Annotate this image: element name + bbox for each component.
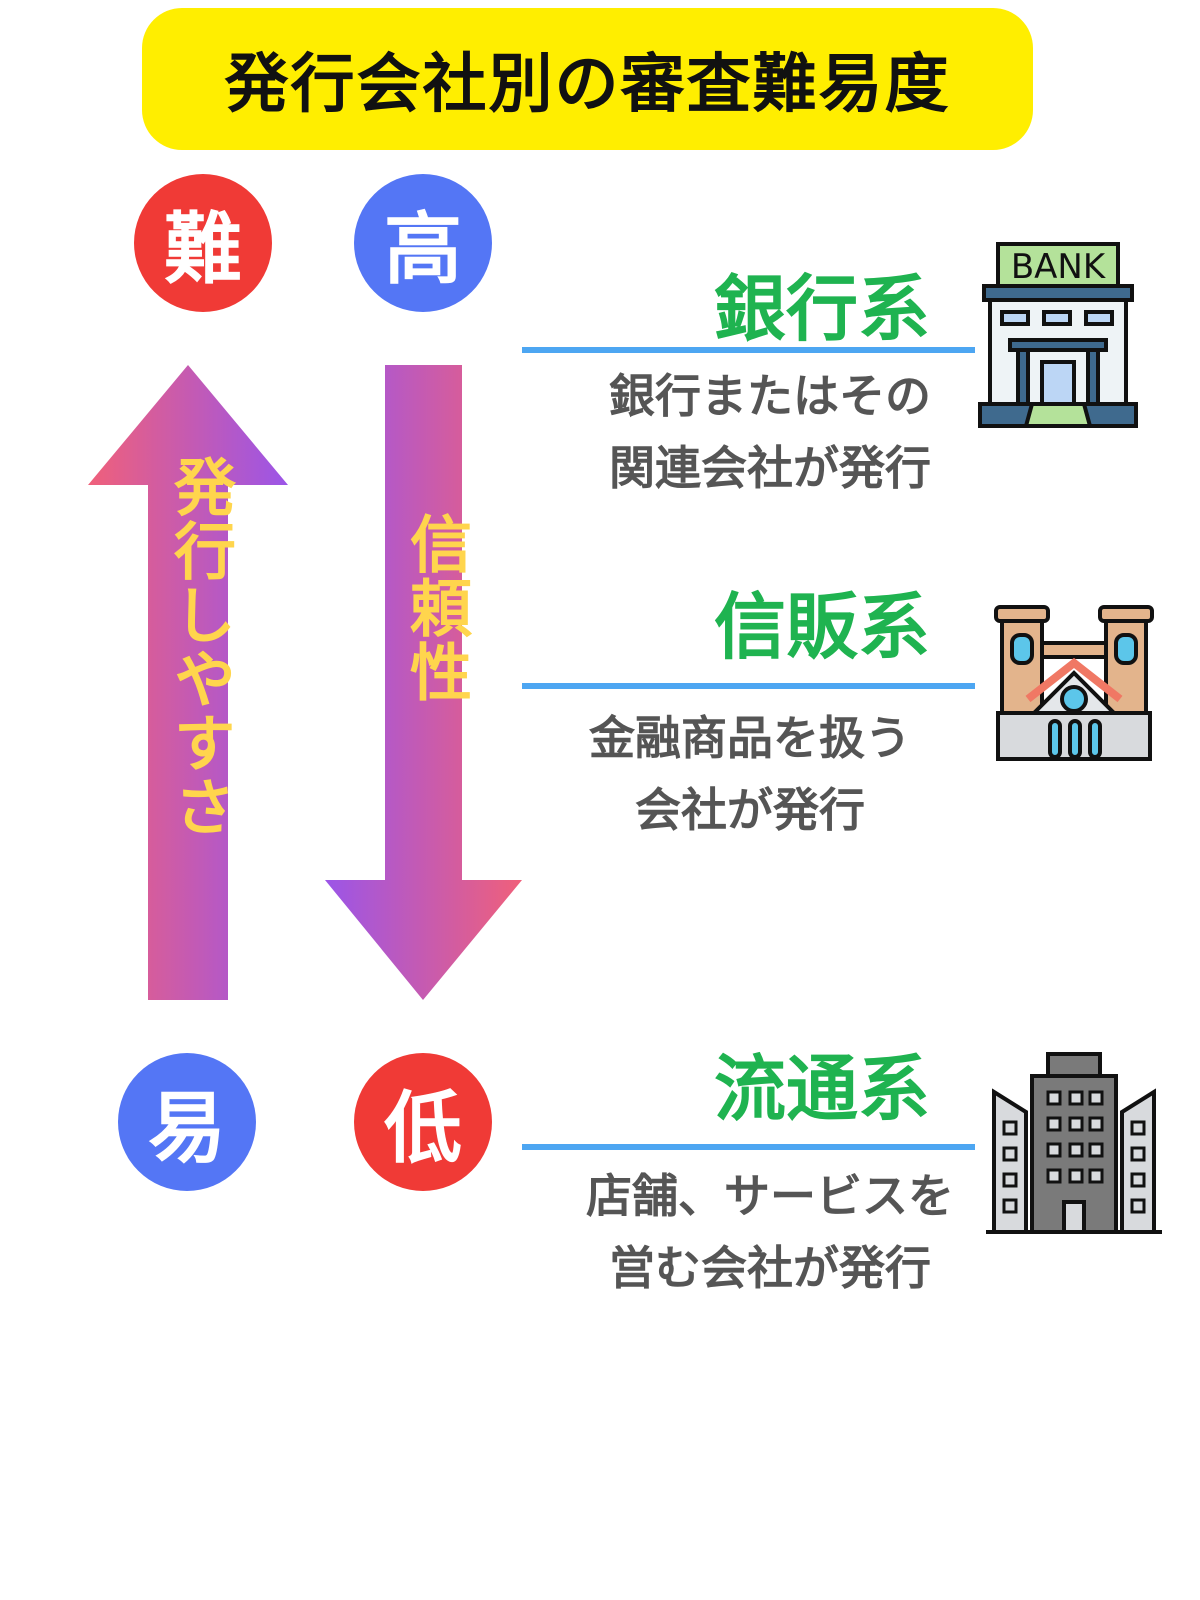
down-arrow: [325, 365, 522, 1000]
category-shinpan-desc: 金融商品を扱う 会社が発行: [520, 702, 980, 846]
ease-of-issue-label: 発行しやすさ: [163, 455, 236, 839]
difficulty-easy-marker: 易: [118, 1053, 256, 1191]
category-bank-title: 銀行系: [713, 267, 930, 351]
category-ryutsu-desc: 店舗、サービスを 営む会社が発行: [540, 1160, 1000, 1304]
office-building-icon: [986, 1052, 1162, 1234]
reliability-low-marker: 低: [354, 1053, 492, 1191]
desc-line: 営む会社が発行: [609, 1241, 931, 1295]
divider: [522, 683, 975, 689]
desc-line: 会社が発行: [635, 783, 865, 837]
arrows: [88, 365, 522, 1000]
divider: [522, 347, 975, 353]
up-arrow: [88, 365, 288, 1000]
reliability-label: 信頼性: [399, 512, 472, 704]
bank-icon: BANK: [978, 242, 1138, 428]
desc-line: 関連会社が発行: [609, 441, 931, 495]
category-shinpan-title: 信販系: [713, 585, 930, 669]
desc-line: 金融商品を扱う: [589, 711, 911, 765]
reliability-high-marker: 高: [354, 174, 492, 312]
page-title: 発行会社別の審査難易度: [142, 8, 1033, 150]
desc-line: 銀行またはその: [609, 369, 931, 423]
divider: [522, 1144, 975, 1150]
institution-building-icon: [994, 605, 1154, 761]
bank-sign-text: BANK: [1011, 247, 1107, 287]
category-ryutsu-title: 流通系: [713, 1047, 930, 1131]
difficulty-hard-marker: 難: [134, 174, 272, 312]
desc-line: 店舗、サービスを: [586, 1169, 954, 1223]
category-bank-desc: 銀行またはその 関連会社が発行: [540, 360, 1000, 504]
